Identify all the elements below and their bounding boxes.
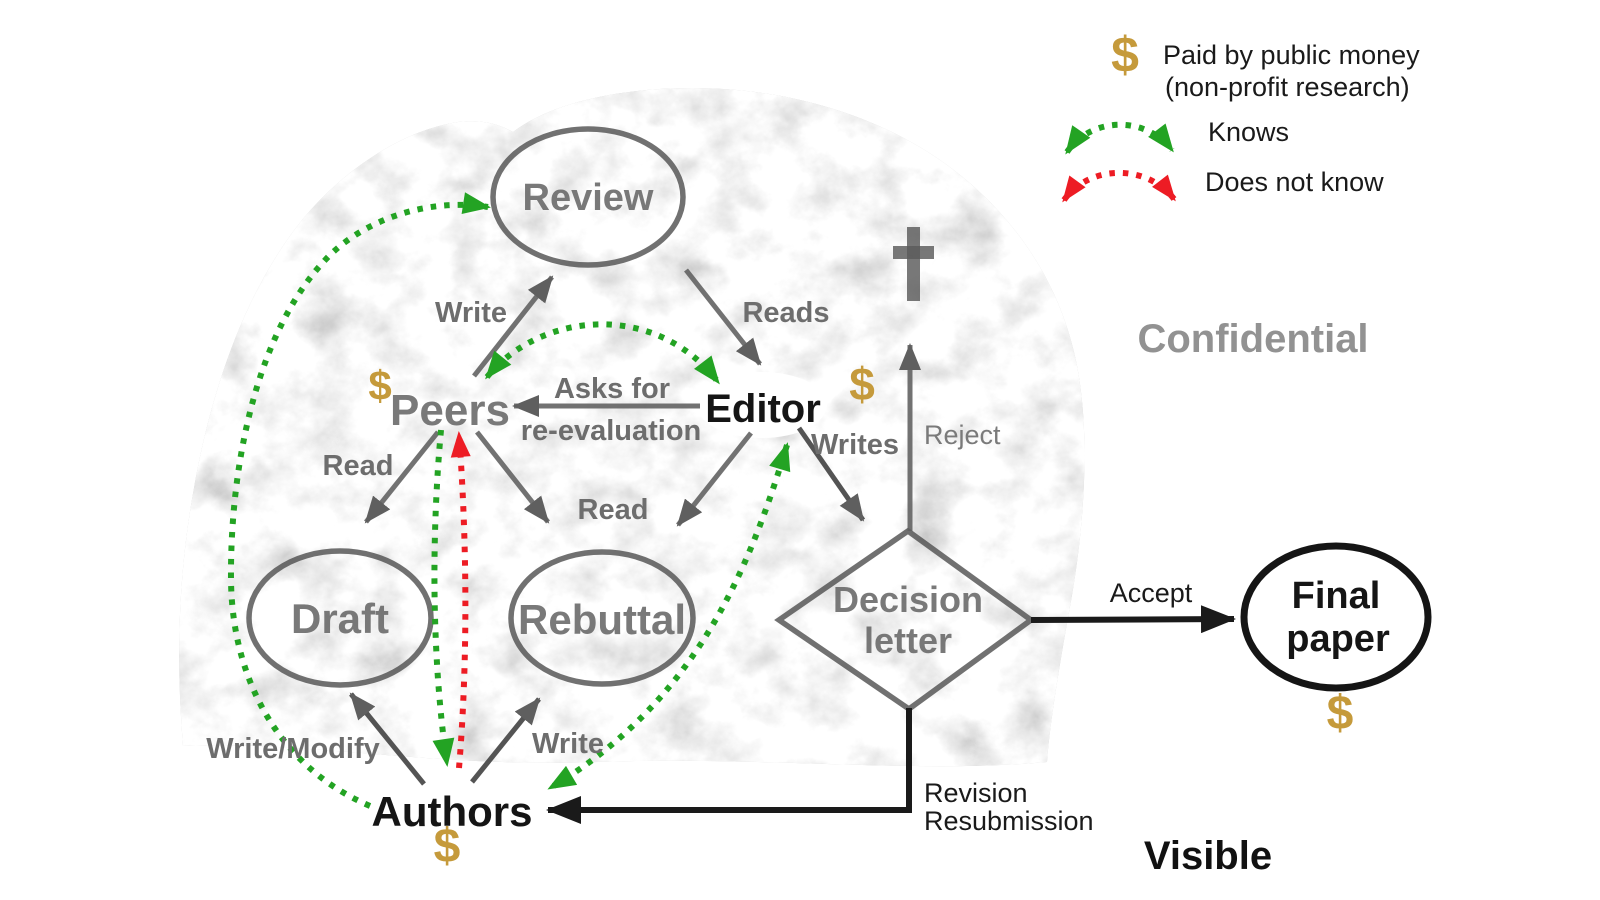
dollar-icon-final-paper: $ [1327,687,1354,740]
reads-label: Reads [742,297,829,329]
knows-peers-authors [431,429,455,767]
visible-label: Visible [1144,834,1272,878]
write-review-label: Write [435,297,507,329]
dollar-icon-peers: $ [368,362,391,409]
knows-authors-review [227,192,491,809]
arrow-authors-write-rebuttal [470,697,541,784]
decision-letter-label-line1: Decision [833,579,983,620]
arrow-editor-writes-decision [796,426,866,522]
arrow-peers-read-rebuttal [475,430,550,524]
arrow-accept [1030,605,1236,634]
review-node [490,126,686,268]
read-rebuttal-label: Read [578,494,649,526]
arrow-editor-reads-review [684,268,762,366]
asks-for-label-line1: Asks for [554,373,670,405]
final-paper-node [1240,542,1432,692]
peers-label: Peers [390,386,510,435]
asks-for-label-line2: re-evaluation [521,415,702,447]
authors-label: Authors [372,788,533,835]
revision-label-line1: Revision [924,778,1028,808]
confidential-cloud [179,88,1085,767]
rebuttal-label: Rebuttal [518,596,686,643]
accept-label: Accept [1110,578,1193,608]
legend-knows-label: Knows [1208,117,1289,147]
cross-icon [893,227,934,301]
writes-label: Writes [811,429,899,461]
legend-paid-line1: Paid by public money [1163,40,1420,70]
arrow-authors-write-draft [349,692,426,786]
write-modify-label: Write/Modify [206,733,379,765]
editor-label: Editor [705,387,821,431]
confidential-label: Confidential [1137,317,1368,361]
arrow-revision-resubmission [546,708,912,824]
revision-label-line2: Resubmission [924,806,1094,836]
final-paper-label-line1: Final [1292,575,1381,617]
legend-does-not-know-label: Does not know [1205,167,1384,197]
arrow-peers-read-draft [364,430,440,524]
dollar-icon-legend: $ [1111,27,1139,83]
review-label: Review [523,177,654,219]
legend: $ Paid by public money (non-profit resea… [1061,27,1420,203]
dollar-icon-editor: $ [849,358,875,410]
final-paper-label-line2: paper [1286,618,1390,660]
editor-node [697,372,827,438]
legend-does-not-know-arrow [1061,170,1177,203]
write-rebuttal-label: Write [532,728,604,760]
dollar-icon-authors: $ [434,820,461,873]
reject-label: Reject [924,420,1001,450]
draft-node [246,548,434,688]
decision-letter-label-line2: letter [864,620,952,661]
draft-label: Draft [291,595,389,642]
legend-paid-line2: (non-profit research) [1165,72,1410,102]
legend-knows-arrow [1064,121,1175,155]
does-not-know-authors-peers [450,431,471,769]
read-draft-label: Read [323,450,394,482]
